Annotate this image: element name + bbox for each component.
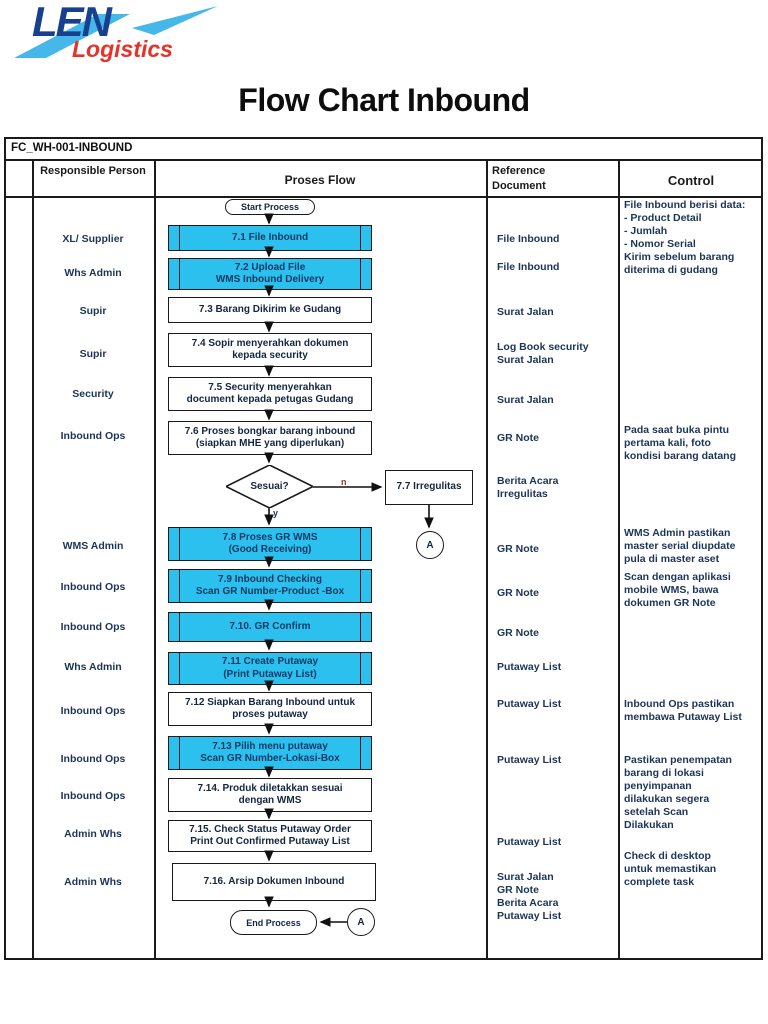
flow-step-7-2: 7.2 Upload File WMS Inbound Delivery [168,258,372,290]
responsible-person: Inbound Ops [60,753,126,765]
responsible-person: Inbound Ops [60,581,126,593]
reference-doc: File Inbound [497,233,560,245]
control-note: Pastikan penempatan barang di lokasi pen… [624,754,732,831]
control-note: Inbound Ops pastikan membawa Putaway Lis… [624,698,742,723]
reference-doc: GR Note [497,543,539,555]
flow-step-7-15: 7.15. Check Status Putaway Order Print O… [168,820,372,852]
flow-step-7-12: 7.12 Siapkan Barang Inbound untuk proses… [168,692,372,726]
col-header-responsible: Responsible Person [40,165,146,177]
flow-step-7-6: 7.6 Proses bongkar barang inbound (siapk… [168,421,372,455]
flow-step-7-9: 7.9 Inbound Checking Scan GR Number-Prod… [168,569,372,603]
flow-step-7-7: 7.7 Irregulitas [385,470,473,505]
responsible-person: Inbound Ops [60,621,126,633]
reference-doc: Surat Jalan GR Note Berita Acara Putaway… [497,871,562,922]
reference-doc: GR Note [497,587,539,599]
reference-doc: Putaway List [497,661,562,673]
flow-step-7-1: 7.1 File Inbound [168,225,372,251]
grid-line [154,159,156,960]
reference-doc: Surat Jalan [497,306,554,318]
flowchart-table-frame [4,137,763,960]
reference-doc: Berita Acara Irregulitas [497,475,559,500]
control-note: File Inbound berisi data: - Product Deta… [624,199,746,276]
flow-step-7-16: 7.16. Arsip Dokumen Inbound [172,863,376,901]
branch-no-label: n [341,477,347,487]
flow-step-7-13: 7.13 Pilih menu putaway Scan GR Number-L… [168,736,372,770]
responsible-person: Whs Admin [64,267,122,279]
flow-step-7-5: 7.5 Security menyerahkan document kepada… [168,377,372,411]
col-header-control: Control [667,173,715,188]
flow-step-7-8: 7.8 Proses GR WMS (Good Receiving) [168,527,372,561]
responsible-person: WMS Admin [62,540,124,552]
start-terminator: Start Process [225,199,315,215]
page-title: Flow Chart Inbound [238,82,530,118]
connector-a-circle: A [416,531,444,559]
flow-step-7-4: 7.4 Sopir menyerahkan dokumen kepada sec… [168,333,372,367]
responsible-person: Security [72,388,114,400]
responsible-person: Whs Admin [64,661,122,673]
control-note: WMS Admin pastikan master serial diupdat… [624,527,736,565]
logo-text-main: LEN [32,0,112,45]
grid-line [4,196,763,198]
decision-label: Sesuai? [250,481,289,492]
grid-line [4,159,763,161]
end-terminator: End Process [230,910,317,935]
flow-step-7-3: 7.3 Barang Dikirim ke Gudang [168,297,372,323]
responsible-person: XL/ Supplier [62,233,124,245]
reference-doc: GR Note [497,627,539,639]
reference-doc: Putaway List [497,698,562,710]
responsible-person: Admin Whs [64,828,122,840]
flow-step-7-10: 7.10. GR Confirm [168,612,372,642]
flow-step-7-14: 7.14. Produk diletakkan sesuai dengan WM… [168,778,372,812]
logo-swoosh-icon [14,6,218,58]
responsible-person: Inbound Ops [60,705,126,717]
grid-line [486,159,488,960]
logo-text-sub: Logistics [72,36,173,62]
branch-yes-label: y [273,508,279,518]
responsible-person: Supir [79,348,107,360]
decision-sesuai: Sesuai? [226,465,313,508]
col-header-flow: Proses Flow [284,173,356,187]
responsible-person: Inbound Ops [60,430,126,442]
flow-step-7-11: 7.11 Create Putaway (Print Putaway List) [168,652,372,685]
reference-doc: GR Note [497,432,539,444]
reference-doc: File Inbound [497,261,560,273]
control-note: Check di desktop untuk memastikan comple… [624,850,717,888]
control-note: Pada saat buka pintu pertama kali, foto … [624,424,737,462]
control-note: Scan dengan aplikasi mobile WMS, bawa do… [624,571,731,609]
grid-line [618,159,620,960]
len-logistics-logo: LEN Logistics [12,0,232,68]
grid-line [32,159,34,960]
reference-doc: Putaway List [497,754,562,766]
doc-code: FC_WH-001-INBOUND [11,142,133,154]
reference-doc: Putaway List [497,836,562,848]
col-header-reference: Reference Document [492,165,546,192]
responsible-person: Admin Whs [64,876,122,888]
responsible-person: Supir [79,305,107,317]
connector-a-circle: A [347,908,375,936]
responsible-person: Inbound Ops [60,790,126,802]
reference-doc: Log Book security Surat Jalan [497,341,589,366]
reference-doc: Surat Jalan [497,394,554,406]
